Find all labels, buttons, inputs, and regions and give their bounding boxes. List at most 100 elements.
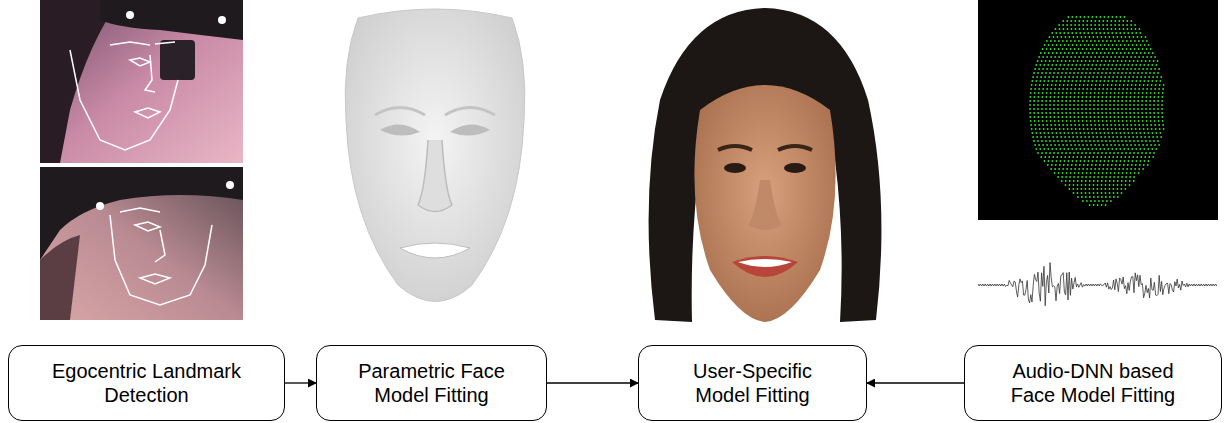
mesh-point [1106,200,1108,202]
mesh-point [1123,128,1125,130]
mesh-point [1110,20,1112,22]
mesh-point [1042,48,1044,50]
mesh-point [1113,72,1115,74]
mesh-point [1112,160,1114,162]
mesh-point [1106,48,1108,50]
mesh-point [1153,112,1155,114]
mesh-point [1063,128,1065,130]
mesh-point [1119,28,1121,30]
mesh-point [1082,20,1084,22]
mesh-point [1051,128,1053,130]
mesh-point [1162,92,1164,94]
mesh-point [1109,60,1111,62]
mesh-point [1134,24,1136,26]
mesh-point [1096,160,1098,162]
mesh-point [1133,176,1135,178]
mesh-point [1130,92,1132,94]
mesh-point [1090,200,1092,202]
mesh-point [1147,64,1149,66]
mesh-point [1035,128,1037,130]
mesh-point [1054,172,1056,174]
mesh-point [1046,92,1048,94]
mesh-point [1038,124,1040,126]
mesh-point [1106,124,1108,126]
mesh-point [1042,56,1044,58]
mesh-point [1129,140,1131,142]
mesh-point [1049,116,1051,118]
mesh-point [1123,164,1125,166]
mesh-point [1089,100,1091,102]
mesh-point [1140,52,1142,54]
mesh-point [1120,76,1122,78]
mesh-point [1100,156,1102,158]
mesh-point [1095,28,1097,30]
mesh-point [1082,120,1084,122]
mesh-point [1105,204,1107,206]
mesh-point [1098,200,1100,202]
mesh-point [1051,132,1053,134]
mesh-point [1144,52,1146,54]
mesh-point [1131,148,1133,150]
mesh-point [1097,60,1099,62]
mesh-point [1147,148,1149,150]
mesh-point [1042,88,1044,90]
mesh-point [1060,52,1062,54]
mesh-point [1111,84,1113,86]
mesh-point [1124,136,1126,138]
mesh-point [1149,152,1151,154]
mesh-point [1081,100,1083,102]
mesh-point [1061,60,1063,62]
mesh-point [1157,60,1159,62]
mesh-point [1030,88,1032,90]
mesh-point [1121,100,1123,102]
mesh-point [1041,140,1043,142]
mesh-point [1120,52,1122,54]
mesh-point [1091,80,1093,82]
mesh-point [1039,80,1041,82]
process-box: User-Specific Model Fitting [638,345,867,421]
mesh-point [1089,116,1091,118]
mesh-point [1151,64,1153,66]
mesh-point [1085,180,1087,182]
mesh-point [1131,84,1133,86]
mesh-point [1114,48,1116,50]
mesh-point [1068,160,1070,162]
mesh-point [1035,132,1037,134]
mesh-point [1099,84,1101,86]
mesh-point [1129,36,1131,38]
mesh-point [1098,20,1100,22]
mesh-point [1086,24,1088,26]
mesh-point [1053,108,1055,110]
mesh-point [1042,68,1044,70]
mesh-point [1094,200,1096,202]
mesh-point [1123,16,1125,18]
mesh-point [1113,180,1115,182]
mesh-point [1065,112,1067,114]
mesh-point [1117,176,1119,178]
mesh-point [1070,24,1072,26]
mesh-point [1029,100,1031,102]
mesh-point [1058,120,1060,122]
mesh-point [1057,96,1059,98]
mesh-point [1138,120,1140,122]
mesh-point [1047,164,1049,166]
mesh-point [1110,40,1112,42]
mesh-point [1075,132,1077,134]
mesh-point [1093,108,1095,110]
mesh-point [1093,100,1095,102]
mesh-point [1063,132,1065,134]
mesh-point [1083,132,1085,134]
mesh-point [1065,152,1067,154]
mesh-point [1099,80,1101,82]
mesh-point [1084,76,1086,78]
mesh-point [1125,116,1127,118]
mesh-point [1079,148,1081,150]
mesh-point [1063,164,1065,166]
mesh-point [1163,128,1165,130]
mesh-point [1146,124,1148,126]
mesh-point [1104,188,1106,190]
mesh-point [1108,160,1110,162]
mesh-point [1086,124,1088,126]
mesh-point [1091,128,1093,130]
